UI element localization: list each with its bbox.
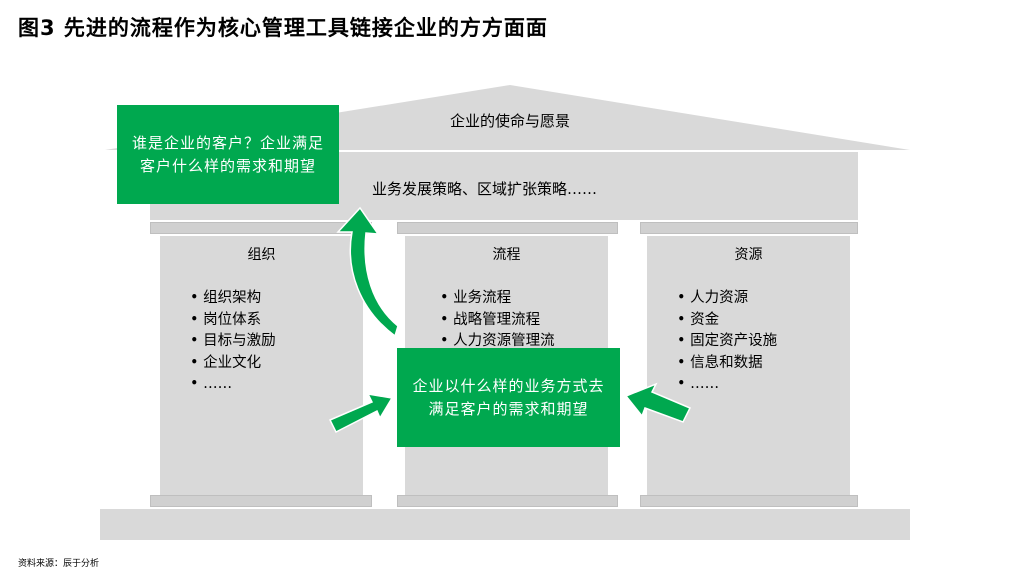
strategy-text: 业务发展策略、区域扩张策略…… [372,180,598,198]
list-item: 人力资源管理流 [440,331,555,353]
list-item: …… [677,374,777,396]
list-item: 企业文化 [190,353,276,375]
pillar-cap [640,222,858,234]
list-item: 战略管理流程 [440,310,555,332]
callout-line: 客户什么样的需求和期望 [139,156,316,175]
pillar-base-cap [150,495,372,507]
list-item: 业务流程 [440,288,555,310]
pillar-list: 人力资源 资金 固定资产设施 信息和数据 …… [677,288,777,396]
list-item: 组织架构 [190,288,276,310]
list-item: 岗位体系 [190,310,276,332]
list-item: …… [190,374,276,396]
pillar-cap [397,222,618,234]
list-item: 资金 [677,310,777,332]
right-arrow-icon [328,393,394,434]
callout-line: 企业以什么样的业务方式去 [412,376,605,395]
callout-line: 满足客户的需求和期望 [428,399,589,418]
list-item: 目标与激励 [190,331,276,353]
callout-line: 谁是企业的客户？企业满足 [131,133,324,152]
list-item: 信息和数据 [677,353,777,375]
pillar-organization: 组织 组织架构 岗位体系 目标与激励 企业文化 …… [160,236,363,495]
pillar-title: 组织 [247,247,276,263]
left-arrow-icon [624,382,692,423]
pillar-title: 流程 [492,247,521,263]
pillar-resources: 资源 人力资源 资金 固定资产设施 信息和数据 …… [647,236,850,495]
pillar-list: 业务流程 战略管理流程 人力资源管理流 [440,288,555,353]
list-item: 固定资产设施 [677,331,777,353]
pillar-title: 资源 [734,247,763,263]
pillar-list: 组织架构 岗位体系 目标与激励 企业文化 …… [190,288,276,396]
list-item: 人力资源 [677,288,777,310]
foundation [100,509,910,540]
pillar-base-cap [640,495,858,507]
customer-callout: 谁是企业的客户？企业满足 客户什么样的需求和期望 [117,105,339,204]
figure-title: 图3 先进的流程作为核心管理工具链接企业的方方面面 [18,16,548,40]
pillar-base-cap [397,495,618,507]
curved-up-arrow-icon [336,206,399,338]
business-callout: 企业以什么样的业务方式去 满足客户的需求和期望 [397,348,620,447]
source-note: 资料来源：辰于分析 [18,559,100,569]
mission-text: 企业的使命与愿景 [449,112,570,130]
